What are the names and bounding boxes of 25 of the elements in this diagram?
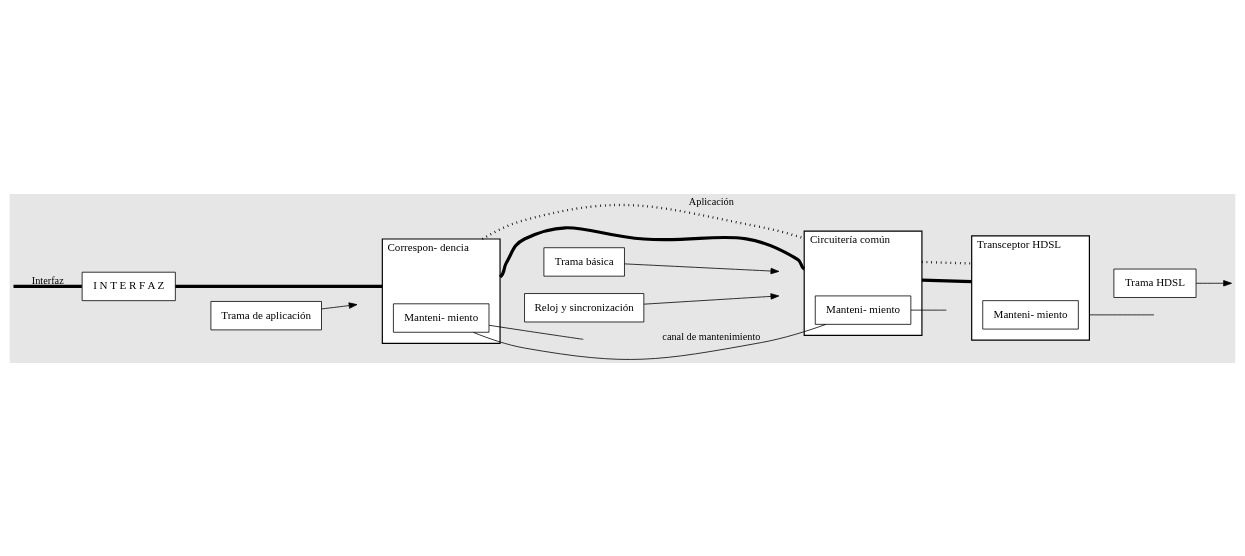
connector <box>910 309 947 311</box>
edge-label: canal de mantenimiento <box>662 330 761 342</box>
arrow <box>624 263 780 274</box>
node-box: Trama HDSL <box>1113 268 1197 298</box>
connector <box>921 278 972 283</box>
connector <box>175 284 383 288</box>
connector <box>473 323 827 360</box>
arrow <box>1195 279 1232 286</box>
node-box: Trama básica <box>543 246 625 277</box>
connector <box>488 324 584 340</box>
connector <box>481 203 805 240</box>
node-box: Trama de aplicación <box>210 300 322 330</box>
edge-label: Aplicación <box>688 195 734 207</box>
node-box: Manteni- miento <box>393 302 490 333</box>
arrow <box>643 292 780 305</box>
node-box: Reloj y sincronización <box>524 292 645 322</box>
edge-label: Interfaz <box>31 274 64 286</box>
connector <box>921 260 972 265</box>
connector <box>498 225 806 278</box>
node-box: Manteni- miento <box>982 299 1079 329</box>
arrow <box>321 301 358 309</box>
node-box: Manteni- miento <box>814 295 912 325</box>
connector <box>1089 313 1155 315</box>
connector <box>13 284 82 288</box>
node-box: I N T E R F A Z <box>81 271 176 301</box>
